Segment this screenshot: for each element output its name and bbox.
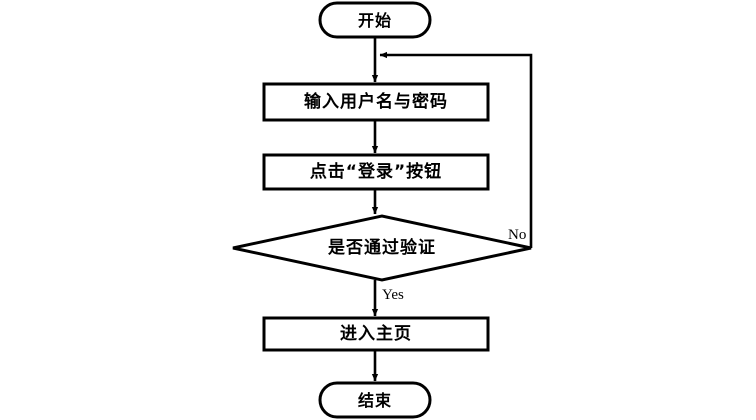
edge-decision-no-loop bbox=[379, 51, 533, 248]
node-input-credentials-shape bbox=[262, 82, 490, 122]
node-click-login-shape bbox=[262, 153, 490, 191]
node-start-shape bbox=[318, 1, 432, 39]
node-enter-homepage-shape bbox=[262, 316, 490, 352]
node-end-shape bbox=[318, 381, 432, 419]
node-verify-decision-shape bbox=[232, 214, 532, 282]
